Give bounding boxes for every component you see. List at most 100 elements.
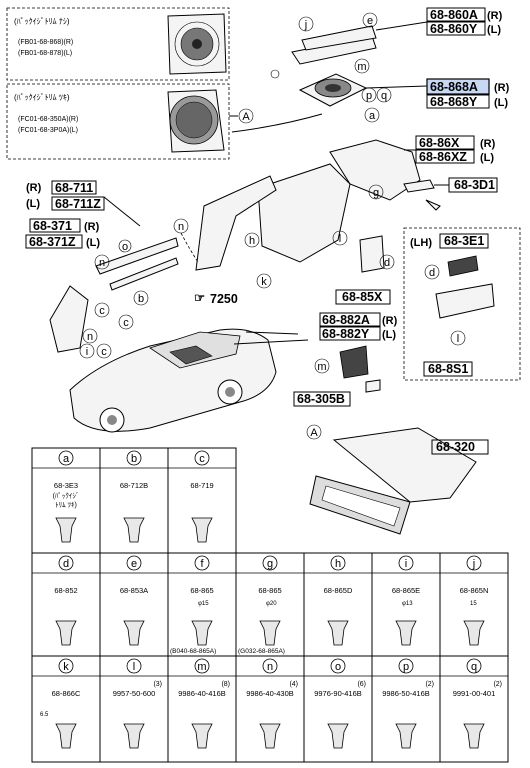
table-qty-l: (3) <box>153 681 162 688</box>
fastener-m-icon <box>191 723 213 749</box>
table-note-g: (G032-68-865A) <box>238 648 285 655</box>
callout-A-shelf-label: A <box>310 427 318 439</box>
part-68-85X: 68-85X <box>342 290 383 304</box>
table-note-f: (B040-68-865A) <box>170 648 216 655</box>
table-dim-g: φ20 <box>266 601 277 607</box>
table-letter-n: n <box>267 661 273 673</box>
table-letter-o: o <box>335 661 341 673</box>
callout-circle-c-2 <box>118 314 134 330</box>
table-letter-circle-a <box>58 450 74 466</box>
speaker-box-with-trim-part-l: (FC01-68-3P0A)(L) <box>18 127 78 134</box>
part-7250-prefix: ☞ <box>194 291 205 305</box>
table-letter-p: p <box>403 661 409 673</box>
table-letter-circle-b <box>126 450 142 466</box>
callout-k-label: k <box>261 276 267 288</box>
part-68-86X: 68-86X <box>419 136 460 150</box>
table-letter-circle-e <box>126 555 142 571</box>
table-qty-q: (2) <box>493 681 502 688</box>
part-68-371-side: (R) <box>84 221 100 233</box>
table-letter-l: l <box>133 661 135 673</box>
part-68-882Y: 68-882Y <box>322 327 370 341</box>
table-part-g: 68-865 <box>258 586 281 595</box>
table-qty-n: (4) <box>289 681 298 688</box>
table-letter-m: m <box>197 661 206 673</box>
table-part-f: 68-865 <box>190 586 213 595</box>
callout-circle-c-1 <box>94 302 110 318</box>
fastener-b-icon <box>123 517 145 543</box>
part-68-860A: 68-860A <box>430 8 478 22</box>
part-68-711-side: (R) <box>26 182 42 194</box>
part-68-882A-side: (R) <box>382 315 398 327</box>
speaker-box-no-trim-note: (ﾊﾟｯｸｲｼﾞﾄﾘﾑ ﾅｼ) <box>14 17 70 26</box>
table-letter-q: q <box>471 661 477 673</box>
callout-circle-j <box>298 16 314 32</box>
table-letter-circle-o <box>330 658 346 674</box>
part-68-711Z-side: (L) <box>26 198 40 210</box>
table-qty-o: (6) <box>357 681 366 688</box>
fastener-k-icon <box>55 723 77 749</box>
fastener-c-icon <box>191 517 213 543</box>
callout-circle-g <box>368 184 384 200</box>
table-letter-e: e <box>131 558 137 570</box>
callout-circle-l-lh <box>450 330 466 346</box>
callout-circle-m <box>354 58 370 74</box>
table-qty-m: (8) <box>221 681 230 688</box>
table-letter-i: i <box>405 558 407 570</box>
table-letter-circle-g <box>262 555 278 571</box>
callout-c-2-label: c <box>123 317 129 329</box>
fastener-j-icon <box>463 620 485 646</box>
table-dim-k: 6.5 <box>40 712 49 718</box>
speaker-grille-round-icon <box>167 13 227 75</box>
part-68-868Y-side: (L) <box>494 97 508 109</box>
bracket-85x-part <box>359 235 385 273</box>
part-68-3D1: 68-3D1 <box>454 178 495 192</box>
table-part-a: 68-3E3 <box>54 481 78 490</box>
callout-circle-A-shelf <box>306 424 322 440</box>
callout-n-bottom-label: n <box>87 331 93 343</box>
callout-m-mid-label: m <box>317 361 326 373</box>
molding-strip-lower <box>109 257 179 291</box>
callout-q-label: q <box>381 90 387 102</box>
parcel-shelf-part <box>309 427 477 535</box>
bracket-3e1-part <box>447 255 479 277</box>
callout-o-label: o <box>122 241 128 253</box>
molding-strip-part <box>95 237 179 275</box>
clip-f-top-icon <box>270 69 280 79</box>
table-part-l: 9957-50-600 <box>113 689 156 698</box>
part-68-371: 68-371 <box>33 219 72 233</box>
table-dim-f: φ15 <box>198 601 209 607</box>
table-letter-d: d <box>63 558 69 570</box>
callout-circle-m-mid <box>314 358 330 374</box>
speaker-box-with-trim-note: (ﾊﾟｯｸｲｼﾞﾄﾘﾑ ﾂｷ) <box>14 93 70 102</box>
table-part-q: 9991-00-401 <box>453 689 496 698</box>
callout-circle-o <box>118 239 132 253</box>
fastener-q-icon <box>463 723 485 749</box>
table-dim-j: 15 <box>470 601 477 607</box>
part-68-868A[interactable]: 68-868A <box>430 80 478 94</box>
part-68-711Z: 68-711Z <box>55 197 101 211</box>
table-part-j: 68-865N <box>460 586 489 595</box>
part-68-882A: 68-882A <box>322 313 370 327</box>
rear-pillar-trim-part <box>49 285 89 353</box>
callout-circle-e <box>362 12 378 28</box>
callout-circle-d-lh <box>424 264 440 280</box>
callout-circle-l <box>332 230 348 246</box>
table-part-h: 68-865D <box>324 586 353 595</box>
side-trim-panel-large <box>195 163 351 271</box>
callout-circle-q <box>376 87 392 103</box>
table-letter-circle-k <box>58 658 74 674</box>
part-68-371Z: 68-371Z <box>29 235 76 249</box>
callout-m-label: m <box>357 61 366 73</box>
callout-circle-a-top <box>364 107 380 123</box>
speaker-box-no-trim: (ﾊﾟｯｸｲｼﾞﾄﾘﾑ ﾅｼ) (FB01-68-868)(R) (FB01-6… <box>6 7 230 81</box>
part-68-860Y-side: (L) <box>487 24 501 36</box>
callout-circle-b-diagram <box>133 290 149 306</box>
callout-e-label: e <box>367 15 373 27</box>
table-letter-j: j <box>472 558 475 570</box>
table-letter-circle-q <box>466 658 482 674</box>
table-letter-circle-m <box>194 658 210 674</box>
fastener-g-icon <box>259 620 281 646</box>
callout-A-label: A <box>242 111 250 123</box>
part-68-711: 68-711 <box>55 181 93 195</box>
